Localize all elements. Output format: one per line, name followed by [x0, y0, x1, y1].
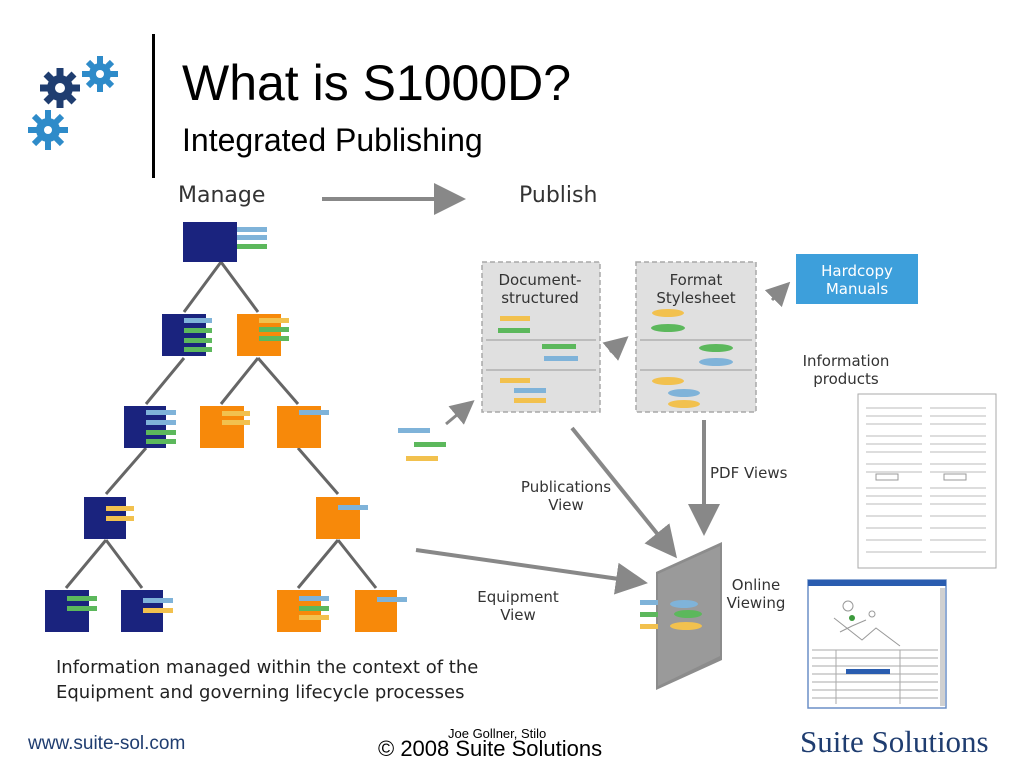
publications-view-label-line2: View — [548, 496, 584, 514]
publications-view-arrow — [570, 426, 678, 559]
format-stylesheet-label-line2: Stylesheet — [656, 289, 735, 307]
hardcopy-manuals-label-line1: Hardcopy — [821, 262, 893, 280]
tree-node-navy — [84, 497, 134, 539]
gears-logo-icon — [28, 56, 118, 150]
document-structured-box — [481, 261, 601, 413]
caption-line2: Equipment and governing lifecycle proces… — [56, 682, 465, 703]
caption-line1: Information managed within the context o… — [56, 657, 478, 678]
online-viewing-label-line2: Viewing — [727, 594, 786, 612]
tree-node-orange — [200, 406, 250, 448]
footer-author: Joe Gollner, Stilo — [448, 726, 547, 741]
hardcopy-manuals-box — [796, 254, 918, 304]
tree-node-navy — [162, 314, 212, 356]
floating-data-bars — [398, 428, 446, 461]
bars-to-document-arrow — [445, 400, 475, 426]
slide-title: What is S1000D? — [182, 55, 572, 111]
tree-node-orange — [355, 590, 407, 632]
title-divider — [152, 34, 155, 178]
document-structured-label-line2: structured — [501, 289, 579, 307]
equipment-view-label-line1: Equipment — [477, 588, 559, 606]
slide-subtitle: Integrated Publishing — [182, 122, 483, 158]
publish-label: Publish — [519, 183, 597, 208]
tree-node-orange — [316, 497, 368, 539]
online-viewing-label-line1: Online — [732, 576, 780, 594]
footer-copyright: © 2008 Suite Solutions — [378, 736, 603, 761]
information-products-label-line2: products — [813, 370, 879, 388]
tree-node-navy — [45, 590, 97, 632]
information-product-thumbnail — [857, 393, 997, 569]
footer-url[interactable]: www.suite-sol.com — [28, 733, 186, 754]
publications-view-label-line1: Publications — [521, 478, 611, 496]
tree-connectors — [64, 261, 378, 589]
format-stylesheet-box — [635, 261, 757, 413]
format-stylesheet-label-line1: Format — [670, 271, 723, 289]
tree-node-orange — [237, 314, 289, 356]
tree-node-orange — [277, 406, 329, 448]
equipment-view-label-line2: View — [500, 606, 536, 624]
document-structured-label-line1: Document- — [498, 271, 581, 289]
manage-label: Manage — [178, 183, 265, 208]
hardcopy-manuals-label-line2: Manuals — [826, 280, 889, 298]
document-to-format-arrow — [602, 336, 629, 361]
tree-node-root — [183, 222, 267, 262]
pdf-views-label: PDF Views — [710, 464, 788, 482]
tree-node-orange — [277, 590, 329, 632]
tree-node-navy — [121, 590, 173, 632]
equipment-view-arrow — [415, 548, 648, 595]
information-products-label-line1: Information — [803, 352, 890, 370]
online-viewer-thumbnail — [807, 579, 947, 709]
tree-node-navy — [124, 406, 176, 448]
online-viewing-bars — [640, 600, 702, 630]
format-to-hardcopy-arrow — [764, 281, 791, 308]
footer-brand: Suite Solutions — [800, 724, 989, 759]
